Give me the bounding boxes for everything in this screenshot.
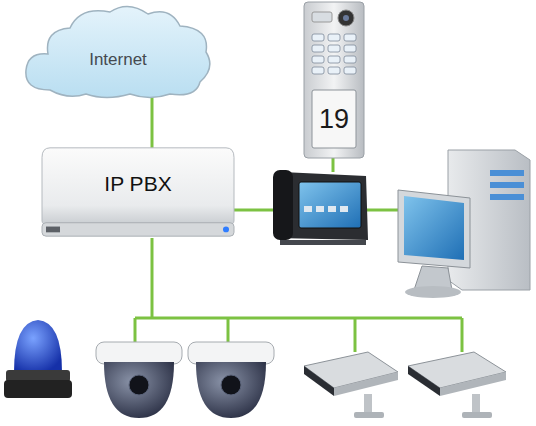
ip-phone — [273, 170, 368, 245]
node-label: Internet — [20, 50, 216, 70]
bullet-camera — [408, 352, 506, 418]
dome-camera — [96, 342, 182, 418]
ip-pbx-box: IP PBX — [40, 144, 236, 240]
bullet-camera — [304, 352, 398, 418]
door-number: 19 — [312, 90, 356, 148]
dome-camera — [188, 342, 274, 418]
node-label: IP PBX — [40, 172, 236, 196]
alarm-beacon — [4, 320, 72, 398]
internet-cloud: Internet — [20, 2, 216, 102]
desktop-computer — [398, 150, 530, 298]
network-link — [151, 96, 154, 148]
door-intercom — [304, 2, 364, 158]
